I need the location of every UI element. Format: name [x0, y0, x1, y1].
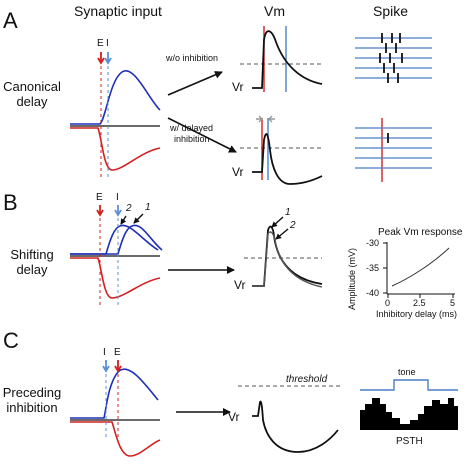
panel-b-letter: B	[3, 190, 18, 215]
b-vm-marker-1: 1	[285, 207, 291, 218]
inset-ytick-1: -30	[366, 238, 380, 248]
panel-a-vm-top	[240, 26, 323, 92]
b-marker-e: E	[96, 192, 103, 203]
panel-a-spike-raster-top	[355, 33, 432, 83]
inset-title: Peak Vm response	[378, 227, 463, 238]
a-vr-top: Vr	[232, 80, 244, 94]
c-i-arrow-icon	[102, 360, 110, 373]
psth-histogram	[360, 398, 458, 430]
b-vm-trace-1	[252, 225, 323, 287]
b-inhibitory-current-1	[70, 224, 159, 255]
a-vm-trace-with-inhibition	[252, 133, 323, 185]
b-vm-marker-2: 2	[290, 220, 296, 231]
a-marker-i: I	[106, 38, 109, 49]
b-excitatory-current	[70, 257, 161, 299]
tone-step	[360, 379, 458, 391]
psth-label: PSTH	[396, 436, 423, 447]
tone-label: tone	[398, 367, 416, 377]
c-inhibitory-current	[70, 368, 159, 419]
panel-c-vm	[238, 385, 342, 453]
b-i-arrow-icon	[114, 205, 122, 217]
b-e-arrow-icon	[96, 205, 104, 217]
b-marker-2: 2	[126, 203, 132, 214]
a-vr-bottom: Vr	[232, 165, 244, 179]
a-marker-e: E	[97, 38, 104, 49]
a-cond-with-delayed-1: w/ delayed	[170, 123, 214, 133]
panel-b-inset-plot	[383, 242, 455, 298]
c-vr: Vr	[228, 410, 240, 424]
b-vr: Vr	[234, 278, 246, 292]
inset-x-label: Inhibitory delay (ms)	[376, 309, 458, 319]
inset-xtick-2: 2.5	[413, 298, 426, 308]
a-delay-arrow-left-icon	[256, 115, 263, 123]
inset-xtick-1: 0	[385, 298, 391, 308]
panel-a-vm-bottom	[240, 115, 323, 185]
panel-b-vm	[244, 216, 323, 288]
b-marker-1: 1	[145, 202, 151, 213]
panel-b-synaptic	[70, 205, 235, 305]
header-synaptic-input: Synaptic input	[74, 3, 162, 19]
panel-a-synaptic	[70, 52, 237, 180]
a-excitatory-current	[70, 127, 161, 171]
panel-c-letter: C	[3, 328, 19, 353]
a-i-arrow-icon	[104, 52, 112, 65]
a-inhibitory-current	[70, 70, 161, 125]
c-marker-e: E	[114, 347, 121, 358]
b-vm-trace-2	[252, 231, 323, 288]
inset-xtick-3: 5	[450, 298, 456, 308]
inset-peak-vm-curve	[391, 247, 450, 287]
inset-y-label: Amplitude (mV)	[347, 247, 357, 310]
b-inhibitory-current-2	[70, 224, 163, 255]
a-cond-without-inhibition: w/o inhibition	[166, 53, 219, 63]
header-spike: Spike	[373, 3, 409, 19]
a-delay-arrow-right-icon	[268, 115, 275, 123]
c-threshold-label: threshold	[286, 374, 328, 385]
b-marker-i: I	[116, 192, 119, 203]
header-vm: Vm	[264, 3, 285, 19]
c-excitatory-current	[70, 421, 161, 457]
a-cond-with-delayed-2: inhibition	[174, 134, 210, 144]
c-vm-trace	[252, 400, 339, 453]
a-e-arrow-icon	[97, 52, 105, 65]
panel-c-psth	[360, 379, 458, 430]
inset-ytick-3: -40	[366, 288, 380, 298]
c-e-arrow-icon	[114, 360, 122, 373]
inset-ytick-2: -35	[366, 263, 380, 273]
panel-a-letter: A	[3, 8, 18, 33]
panel-c-synaptic	[70, 360, 231, 457]
panel-a-spike-raster-bottom	[355, 118, 432, 182]
c-marker-i: I	[103, 347, 106, 358]
a-vm-trace-without-inhibition	[252, 30, 323, 89]
